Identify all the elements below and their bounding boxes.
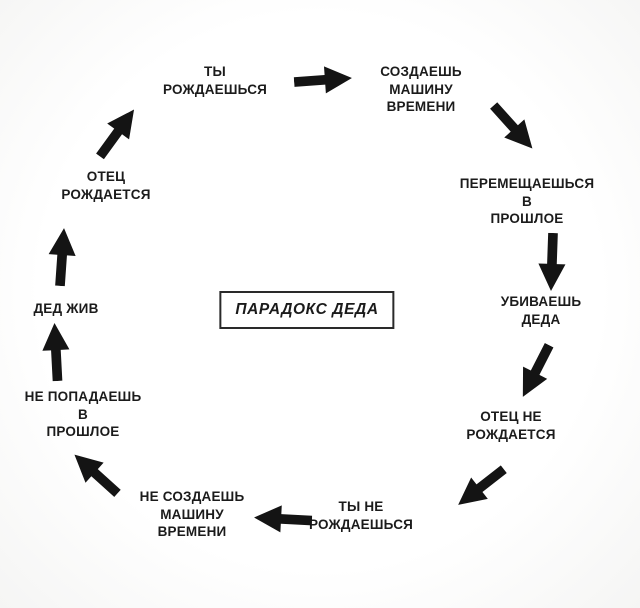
node-you-born: ТЫ РОЖДАЕШЬСЯ	[162, 64, 268, 97]
arrow-icon-not-travel-to-past-to-grandfather-alive	[41, 322, 72, 382]
arrow-icon-you-born-to-create-time-machine	[293, 64, 353, 96]
arrow-icon-father-not-born-to-you-not-born	[450, 458, 513, 516]
node-you-not-born: ТЫ НЕ РОЖДАЕШЬСЯ	[308, 499, 414, 532]
node-father-not-born: ОТЕЦ НЕ РОЖДАЕТСЯ	[466, 409, 556, 442]
arrow-icon-grandfather-alive-to-father-born	[46, 227, 78, 287]
arrow-icon-kill-grandfather-to-father-not-born	[510, 339, 561, 403]
node-not-create-time-machine: НЕ СОЗДАЕШЬ МАШИНУ ВРЕМЕНИ	[139, 489, 245, 540]
arrow-icon-father-born-to-you-born	[89, 101, 146, 164]
node-create-time-machine: СОЗДАЕШЬ МАШИНУ ВРЕМЕНИ	[380, 64, 462, 115]
arrow-icon-travel-to-past-to-kill-grandfather	[537, 232, 567, 292]
arrow-icon-not-create-time-machine-to-not-travel-to-past	[65, 444, 127, 504]
arrow-icon-you-not-born-to-not-create-time-machine	[253, 504, 313, 535]
node-travel-to-past: ПЕРЕМЕЩАЕШЬСЯ В ПРОШЛОЕ	[459, 176, 595, 227]
node-kill-grandfather: УБИВАЕШЬ ДЕДА	[500, 294, 582, 327]
node-father-born: ОТЕЦ РОЖДАЕТСЯ	[61, 169, 151, 202]
arrow-icon-create-time-machine-to-travel-to-past	[483, 96, 543, 158]
diagram-title: ПАРАДОКС ДЕДА	[219, 291, 395, 329]
node-grandfather-alive: ДЕД ЖИВ	[33, 301, 99, 316]
node-not-travel-to-past: НЕ ПОПАДАЕШЬ В ПРОШЛОЕ	[24, 389, 142, 440]
